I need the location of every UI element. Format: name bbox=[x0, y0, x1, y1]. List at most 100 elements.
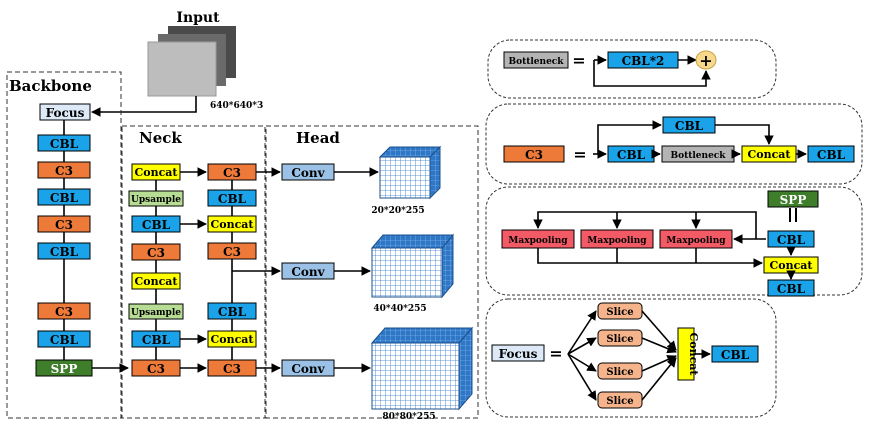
neck-c3-3-label: C3 bbox=[223, 166, 241, 180]
tensor-1-front bbox=[379, 156, 431, 199]
legend-c3: C3 = CBL Bottleneck Concat CBL CBL bbox=[485, 103, 863, 185]
legend-focus-merge-4 bbox=[641, 357, 677, 401]
legend-focus-frame bbox=[485, 298, 777, 418]
legend-focus-split-3 bbox=[567, 353, 597, 372]
neck-concat-1-label: Concat bbox=[135, 166, 179, 179]
legend-focus-merge-1 bbox=[641, 310, 677, 351]
head-title: Head bbox=[296, 129, 340, 147]
tensor-3-label: 80*80*255 bbox=[382, 412, 435, 422]
neck-left-column: Concat Upsample CBL C3 Concat Upsample C… bbox=[128, 163, 184, 377]
legend-focus-split-2 bbox=[567, 337, 597, 355]
neck-concat-3-label: Concat bbox=[211, 218, 255, 231]
backbone-spp-label: SPP bbox=[51, 362, 78, 376]
input-size-label: 640*640*3 bbox=[210, 101, 263, 111]
legend-spp-concat-label: Concat bbox=[770, 259, 814, 272]
legend-focus-merge-2 bbox=[641, 337, 677, 354]
backbone-cbl-1-label: CBL bbox=[50, 137, 79, 151]
legend-c3-cbl-b-label: CBL bbox=[675, 119, 704, 133]
tensor-2-top bbox=[370, 234, 455, 249]
legend-bottleneck-frame bbox=[487, 39, 777, 99]
backbone-cbl-2-label: CBL bbox=[50, 191, 79, 205]
backbone-cbl-3-label: CBL bbox=[50, 245, 79, 259]
legend-c3-branch-out bbox=[715, 124, 774, 145]
legend-c3-cbl-c-label: CBL bbox=[817, 148, 846, 162]
neck-c3-5-label: C3 bbox=[223, 362, 241, 376]
head-conv-2-label: Conv bbox=[291, 265, 325, 279]
legend-cbl2-label: CBL*2 bbox=[622, 54, 665, 68]
backbone-c3-3 bbox=[37, 302, 91, 320]
legend-c3-equals: = bbox=[573, 145, 586, 164]
legend-spp-merge-1 bbox=[537, 248, 763, 268]
tensor-3-top bbox=[370, 327, 474, 344]
legend-maxpool-3-label: Maxpooling bbox=[666, 236, 726, 246]
head-frame bbox=[265, 125, 479, 419]
legend-focus-block bbox=[491, 344, 545, 362]
backbone-cbl-4 bbox=[37, 330, 91, 348]
neck-cbl-1-label: CBL bbox=[142, 218, 171, 232]
legend-focus-equals: = bbox=[549, 344, 562, 363]
legend-spp-frame bbox=[485, 186, 863, 296]
backbone-focus bbox=[39, 103, 91, 121]
input-group: Input 640*640*3 bbox=[91, 10, 263, 117]
legend-maxpool-2-label: Maxpooling bbox=[587, 236, 647, 246]
legend-focus-split-1 bbox=[567, 310, 597, 355]
neck-upsample-1-label: Upsample bbox=[131, 195, 181, 205]
backbone-cbl-2 bbox=[37, 188, 91, 206]
legend-plus-label: + bbox=[699, 51, 712, 70]
neck-concat-2-label: Concat bbox=[135, 275, 179, 288]
legend-focus-cbl bbox=[711, 345, 759, 363]
tensor-2-label: 40*40*255 bbox=[373, 304, 426, 314]
neck-concat-4 bbox=[207, 330, 257, 348]
backbone-cbl-4-label: CBL bbox=[50, 333, 79, 347]
tensor-3-side bbox=[458, 326, 473, 411]
neck-concat-3 bbox=[207, 215, 257, 233]
legend-spp-branch-1 bbox=[533, 211, 757, 239]
neck-c3-4 bbox=[207, 242, 257, 260]
legend-c3-frame bbox=[485, 103, 863, 185]
backbone-c3-2-label: C3 bbox=[55, 218, 73, 232]
tensor-1-label: 20*20*255 bbox=[371, 206, 424, 216]
legend-c3-cbl-a-label: CBL bbox=[617, 148, 646, 162]
legend-bottleneck-label: Bottleneck bbox=[508, 57, 564, 67]
backbone-column: Focus CBL C3 CBL C3 CBL C3 CBL SPP bbox=[35, 103, 129, 377]
legend-c3-branch-in bbox=[597, 120, 662, 154]
neck-concat-2 bbox=[131, 272, 181, 290]
legend-focus-concat-label: Concat bbox=[687, 333, 700, 377]
head-conv-3-label: Conv bbox=[291, 362, 325, 376]
legend-slice-2-label: Slice bbox=[606, 334, 633, 345]
backbone-frame bbox=[6, 71, 122, 419]
legend-c3-bottleneck-label: Bottleneck bbox=[670, 151, 726, 161]
legend-c3-block bbox=[503, 145, 565, 163]
backbone-c3-3-label: C3 bbox=[55, 305, 73, 319]
legend-c3-concat-label: Concat bbox=[748, 148, 792, 161]
legend-plus-circle bbox=[695, 50, 717, 70]
head-column: Conv Conv Conv 20*20*255 40*40*255 80*80… bbox=[256, 145, 474, 422]
legend-bottleneck: Bottleneck = CBL*2 + bbox=[487, 39, 777, 99]
legend-spp-cbl-b-label: CBL bbox=[777, 282, 806, 296]
neck-upsample-1 bbox=[128, 190, 184, 207]
legend-slice-4-label: Slice bbox=[606, 396, 633, 407]
legend-slice-3-label: Slice bbox=[606, 367, 633, 378]
tensor-3-front bbox=[371, 342, 460, 410]
legend-bneck-skip bbox=[593, 60, 711, 87]
neck-concat-4-label: Concat bbox=[211, 333, 255, 346]
tensor-2-front bbox=[371, 247, 443, 298]
backbone-cbl-1 bbox=[37, 134, 91, 152]
neck-right-column: C3 CBL Concat C3 CBL Concat C3 bbox=[180, 163, 281, 377]
legend-slice-1-label: Slice bbox=[606, 307, 633, 318]
backbone-c3-2 bbox=[37, 215, 91, 233]
neck-upsample-2-label: Upsample bbox=[131, 308, 181, 318]
backbone-focus-label: Focus bbox=[46, 106, 85, 120]
neck-cbl-3 bbox=[207, 189, 257, 207]
input-arrow bbox=[91, 96, 197, 117]
legend-bottleneck-equals: = bbox=[572, 51, 585, 70]
backbone-cbl-3 bbox=[37, 242, 91, 260]
neck-cbl-2-label: CBL bbox=[142, 333, 171, 347]
legend-focus-split-4 bbox=[567, 353, 597, 401]
neck-c3-1 bbox=[131, 243, 181, 261]
head-conv-1-label: Conv bbox=[291, 166, 325, 180]
backbone-c3-1 bbox=[37, 161, 91, 179]
legend-c3-cbl-c bbox=[807, 145, 855, 163]
neck-cbl-4 bbox=[207, 302, 257, 320]
